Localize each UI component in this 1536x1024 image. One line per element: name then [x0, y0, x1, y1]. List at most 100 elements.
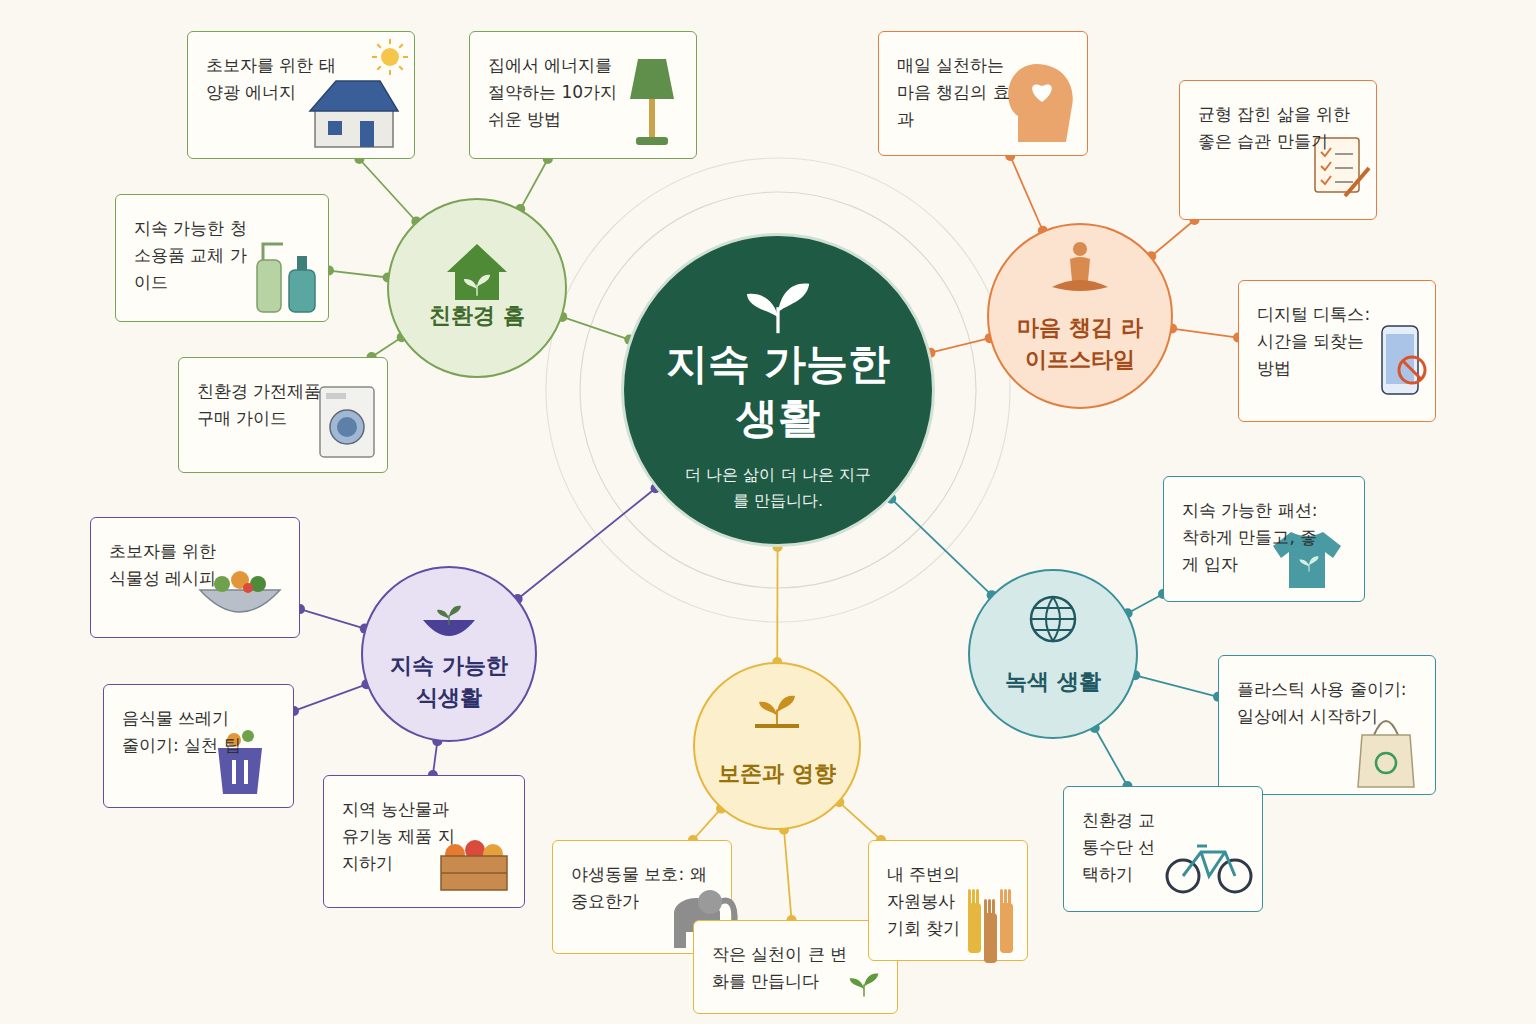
topic-text: 초보자를 위한 태양광 에너지 — [206, 52, 336, 106]
icon-stroke — [630, 59, 674, 99]
connector-group — [834, 797, 886, 845]
connector — [520, 159, 548, 209]
category-circle: 마음 챙김 라이프스타일 — [987, 223, 1173, 409]
topic-box: 균형 잡힌 삶을 위한 좋은 습관 만들기 — [1179, 80, 1377, 220]
category-circle: 녹색 생활 — [968, 569, 1138, 739]
connector — [776, 547, 778, 662]
icon-stroke — [328, 121, 342, 135]
connector-group — [886, 494, 996, 600]
icon-stroke — [399, 44, 403, 48]
icon-stroke — [389, 70, 391, 75]
icon-stroke — [477, 275, 490, 287]
topic-box: 디지털 디톡스: 시간을 되찾는 방법 — [1238, 280, 1436, 422]
connector-group — [324, 266, 393, 283]
connector-group — [557, 312, 634, 345]
connector — [839, 802, 881, 840]
icon-stroke — [289, 270, 315, 312]
icon-group — [1167, 846, 1251, 892]
icon-stroke — [1335, 153, 1353, 155]
icon-stroke — [243, 583, 253, 593]
connector-group — [1090, 723, 1133, 791]
icon-stroke — [1335, 167, 1353, 169]
icon-stroke — [320, 387, 374, 457]
connector — [1135, 675, 1218, 696]
icon-stroke — [1309, 556, 1319, 565]
icon-stroke — [441, 856, 507, 890]
icon-stroke — [403, 56, 408, 58]
icon-stroke — [441, 872, 507, 874]
icon-stroke — [968, 889, 971, 907]
category-circle: 보존과 영향 — [693, 662, 861, 830]
icon-group — [1008, 64, 1073, 142]
icon-stroke — [389, 39, 391, 44]
icon-stroke — [972, 889, 975, 907]
icon-stroke — [1399, 357, 1425, 383]
icon-stroke — [449, 606, 461, 617]
title-text: 지속 가능한 생활 — [648, 337, 908, 446]
topic-text: 지속 가능한 패션: 착하게 만들고, 좋게 입자 — [1182, 497, 1322, 579]
icon-stroke — [777, 696, 795, 713]
icon-stroke — [649, 99, 655, 137]
icon-stroke — [992, 899, 995, 917]
icon-group — [1358, 721, 1414, 787]
icon-group — [630, 59, 674, 145]
icon-stroke — [200, 590, 280, 612]
icon-group — [755, 696, 799, 728]
icon-stroke — [242, 730, 254, 742]
icon-stroke — [984, 899, 987, 917]
icon-stroke — [755, 724, 799, 728]
icon-stroke — [1070, 257, 1090, 281]
connector — [1128, 594, 1163, 613]
icon-stroke — [257, 260, 281, 312]
icon-stroke — [381, 48, 399, 66]
topic-box: 친환경 가전제품 구매 가이드 — [178, 357, 388, 473]
category-label: 녹색 생활 — [991, 666, 1114, 698]
icon-stroke — [297, 256, 307, 270]
connector — [1095, 728, 1128, 786]
topic-text: 지속 가능한 청소용품 교체 가이드 — [134, 215, 249, 297]
icon-stroke — [1031, 597, 1075, 641]
title-text: 더 나은 삶이 더 나은 지구를 만듭니다. — [678, 462, 878, 513]
icon-stroke — [1403, 361, 1421, 379]
icon-stroke — [263, 244, 283, 260]
topic-text: 내 주변의 자원봉사 기회 찾기 — [887, 861, 977, 943]
icon-stroke — [372, 56, 377, 58]
icon — [693, 662, 861, 830]
icon-stroke — [1376, 753, 1396, 773]
icon-stroke — [1008, 889, 1011, 907]
icon-group — [1031, 597, 1075, 641]
icon-group — [447, 244, 507, 300]
icon-stroke — [310, 81, 398, 111]
topic-text: 친환경 교통수단 선택하기 — [1082, 807, 1172, 889]
connector-group — [1130, 670, 1223, 701]
icon-group — [850, 973, 879, 996]
icon-stroke — [850, 978, 864, 989]
connector — [1172, 329, 1238, 338]
topic-box: 친환경 교통수단 선택하기 — [1063, 786, 1263, 912]
icon-stroke — [326, 393, 346, 399]
icon-group — [423, 606, 475, 636]
topic-box: 초보자를 위한 식물성 레시피 — [90, 517, 300, 638]
topic-text: 친환경 가전제품 구매 가이드 — [197, 378, 327, 432]
topic-box: 집에서 에너지를 절약하는 10가지 쉬운 방법 — [469, 31, 697, 159]
connector-group — [779, 825, 797, 925]
connector-group — [925, 333, 994, 358]
connector — [1151, 220, 1194, 256]
icon-stroke — [1008, 64, 1073, 142]
connector-group — [772, 542, 782, 667]
connector — [562, 317, 629, 340]
icon-stroke — [437, 610, 449, 619]
icon-stroke — [1000, 889, 1003, 907]
icon-stroke — [1335, 181, 1353, 183]
icon-stroke — [747, 294, 778, 318]
category-circle: 지속 가능한 식생활 — [361, 566, 537, 742]
icon-group — [1052, 242, 1108, 291]
icon-stroke — [984, 913, 997, 963]
connector-group — [354, 154, 421, 226]
icon-stroke — [399, 66, 403, 70]
icon-stroke — [988, 899, 991, 917]
icon-group — [441, 840, 507, 890]
icon-stroke — [464, 279, 477, 289]
icon-stroke — [759, 702, 777, 716]
